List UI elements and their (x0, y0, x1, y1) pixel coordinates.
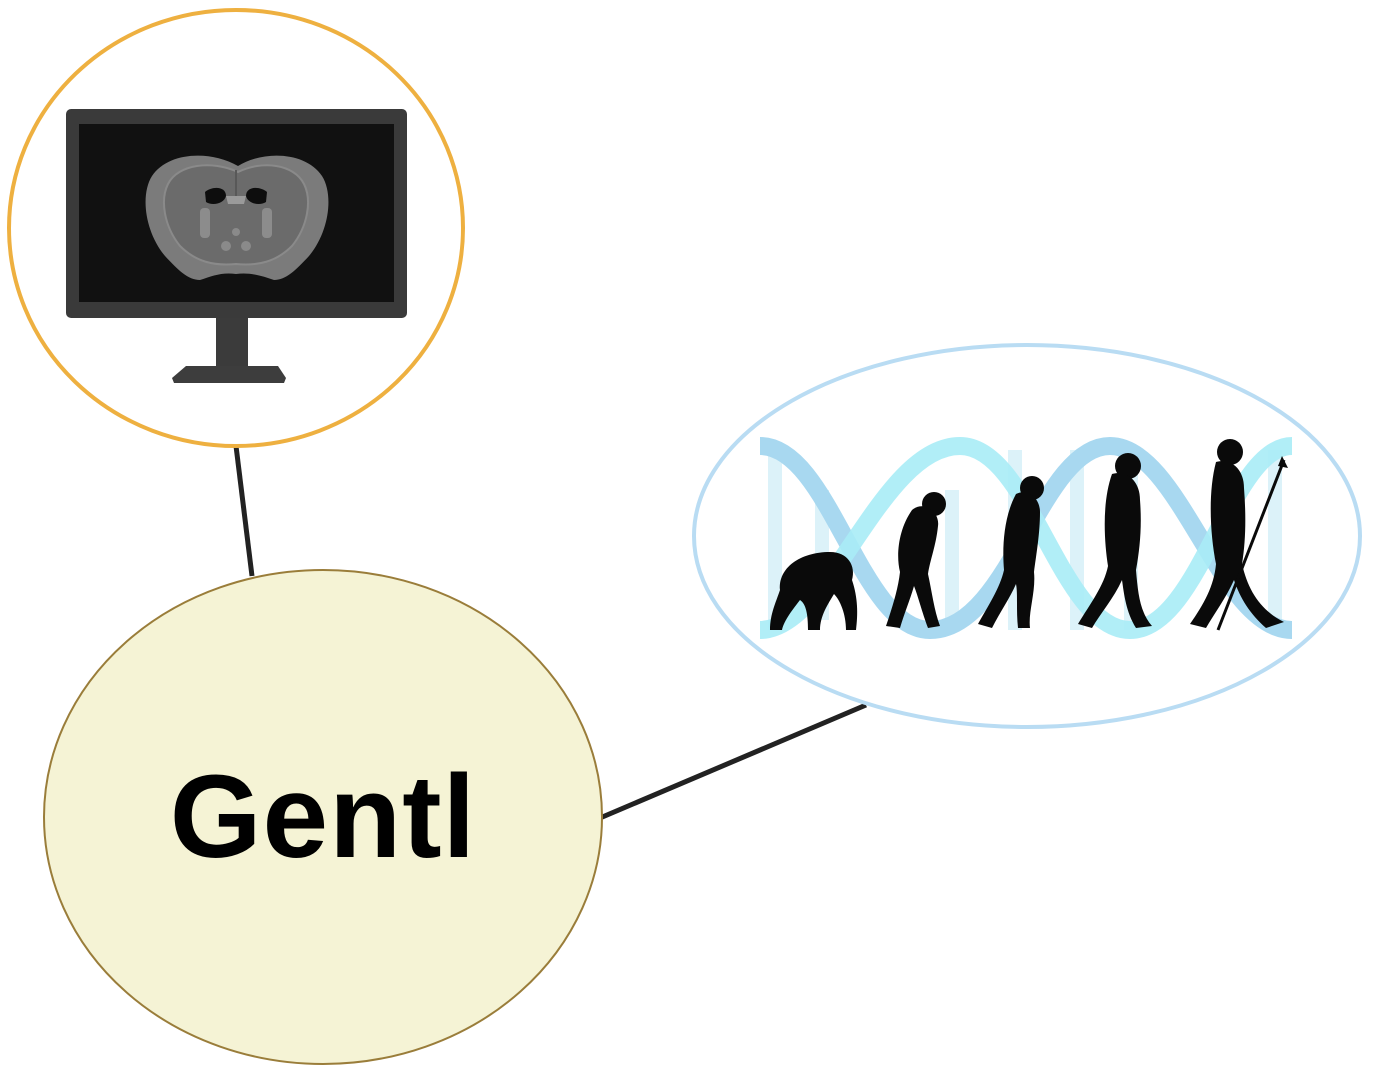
edge-evolution-to-center (599, 702, 867, 821)
center-node-label: Gentl (169, 751, 477, 883)
evolution-node (692, 343, 1362, 729)
dna-strand-b (758, 436, 1294, 640)
brain-section-icon (145, 155, 329, 280)
monitor-brain-scan-icon (66, 109, 407, 383)
edge-imaging-to-center (233, 445, 255, 577)
evolution-silhouettes (770, 439, 1288, 631)
center-node (43, 569, 603, 1065)
human-evolution-dna-icon (758, 436, 1294, 640)
imaging-node (7, 8, 465, 448)
